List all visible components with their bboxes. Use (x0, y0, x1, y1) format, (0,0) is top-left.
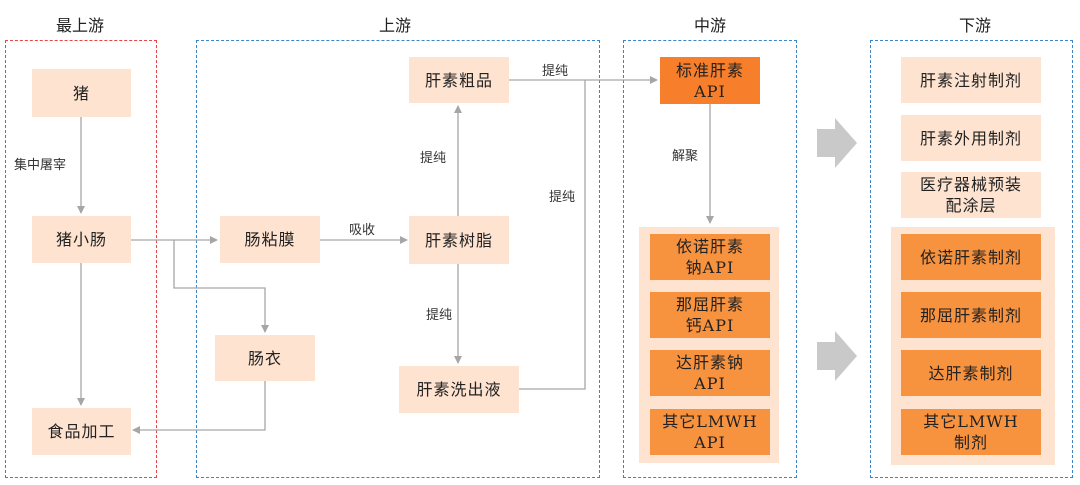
node-intestinal-mucosa: 肠粘膜 (220, 216, 320, 263)
label-purify-top: 提纯 (542, 64, 569, 79)
node-nadroparin-calcium-api: 那屈肝素 钙API (650, 292, 770, 338)
label-slaughter: 集中屠宰 (14, 158, 67, 173)
nadroparin-api-line1: 那屈肝素 (675, 295, 744, 314)
node-heparin-eluate: 肝素洗出液 (399, 366, 519, 413)
label-purify-right: 提纯 (549, 190, 576, 205)
node-heparin-resin: 肝素树脂 (409, 216, 509, 264)
dalteparin-api-line2: API (694, 374, 726, 393)
node-crude-heparin: 肝素粗品 (409, 57, 509, 103)
node-dalteparin-sodium-api: 达肝素钠 API (650, 350, 770, 396)
header-top-upstream: 最上游 (55, 16, 104, 35)
enoxaparin-api-line1: 依诺肝素 (675, 237, 744, 256)
node-dalteparin-preparation: 达肝素制剂 (901, 350, 1041, 396)
region-downstream (870, 40, 1073, 478)
region-top-upstream (5, 40, 157, 478)
header-upstream: 上游 (378, 16, 411, 35)
node-other-lmwh-preparation: 其它LMWH 制剂 (901, 409, 1041, 455)
node-medical-device-coating: 医疗器械预装 配涂层 (901, 172, 1041, 218)
label-absorb: 吸收 (349, 223, 376, 238)
label-purify-up: 提纯 (420, 151, 447, 166)
other-lmwh-api-line1: 其它LMWH (662, 412, 758, 431)
label-purify-down: 提纯 (426, 308, 453, 323)
region-upstream (196, 40, 600, 478)
node-pig: 猪 (32, 69, 131, 117)
other-lmwh-api-line2: API (694, 433, 726, 452)
device-coating-line2: 配涂层 (945, 196, 997, 215)
big-arrow-lower (817, 331, 857, 381)
other-lmwh-prep-line1: 其它LMWH (923, 412, 1019, 431)
standard-heparin-api-line2: API (694, 81, 726, 101)
node-enoxaparin-sodium-api: 依诺肝素 钠API (650, 234, 770, 280)
region-midstream (623, 40, 797, 478)
node-other-lmwh-api: 其它LMWH API (650, 409, 770, 455)
node-standard-heparin-api: 标准肝素 API (660, 57, 760, 104)
arrow-intestine-to-casing (173, 240, 269, 333)
node-casing: 肠衣 (215, 335, 315, 381)
standard-heparin-api-line1: 标准肝素 (675, 60, 744, 80)
big-arrow-upper (817, 118, 857, 168)
node-heparin-injection: 肝素注射制剂 (901, 57, 1041, 103)
header-midstream: 中游 (693, 16, 726, 35)
node-pig-intestine: 猪小肠 (32, 216, 131, 263)
label-depolymerize: 解聚 (672, 149, 699, 164)
node-nadroparin-preparation: 那屈肝素制剂 (901, 292, 1041, 338)
arrow-eluate-to-standard-api (509, 80, 586, 390)
node-heparin-topical: 肝素外用制剂 (901, 115, 1041, 161)
header-downstream: 下游 (958, 16, 991, 35)
device-coating-line1: 医疗器械预装 (919, 175, 1022, 194)
enoxaparin-api-line2: 钠API (685, 258, 735, 277)
node-enoxaparin-preparation: 依诺肝素制剂 (901, 234, 1041, 280)
other-lmwh-prep-line2: 制剂 (953, 433, 988, 452)
arrow-casing-to-food (132, 381, 266, 434)
dalteparin-api-line1: 达肝素钠 (675, 353, 744, 372)
nadroparin-api-line2: 钙API (685, 316, 735, 335)
node-food-processing: 食品加工 (32, 408, 131, 455)
